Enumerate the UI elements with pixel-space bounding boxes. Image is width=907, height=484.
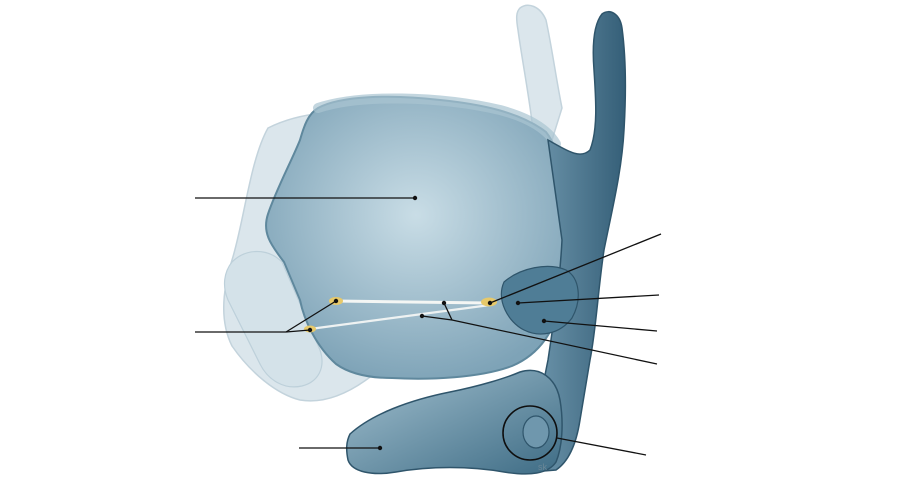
leader-cricothyroid-joint: [556, 437, 647, 456]
cricothyroid-joint-circle: [502, 405, 558, 461]
vocal-ligament: [309, 303, 491, 331]
dot-anterior-upper: [333, 298, 339, 304]
dot-arytenoid: [515, 300, 521, 306]
leader-dots: [307, 195, 547, 451]
arytenoid-ghost-plate: [223, 250, 323, 388]
arytenoid-cartilage: [500, 265, 579, 335]
dot-vocal-process: [487, 300, 493, 306]
leader-ligament-split-lower: [421, 315, 453, 321]
dot-ligament-lower: [419, 313, 425, 319]
leader-arytenoid: [517, 294, 660, 304]
leader-ligament-split-upper: [443, 302, 453, 321]
vestibular-ligament: [335, 299, 489, 305]
leader-vocal-process: [489, 233, 662, 304]
cricothyroid-facet: [522, 415, 550, 449]
illustrator-signature: sk: [538, 462, 548, 472]
dot-muscular-process: [541, 318, 547, 324]
thyroid-superior-border: [313, 93, 561, 149]
dot-anterior-lower: [307, 327, 313, 333]
leader-ligaments: [451, 319, 658, 365]
leader-lines: [195, 197, 662, 456]
leader-anterior-lower: [285, 329, 311, 333]
leader-anterior-upper: [285, 300, 337, 333]
dot-ligament-upper: [441, 300, 447, 306]
dot-cricoid: [377, 445, 383, 451]
leader-muscular-process: [543, 320, 658, 332]
dot-thyroid-lamina: [412, 195, 418, 201]
